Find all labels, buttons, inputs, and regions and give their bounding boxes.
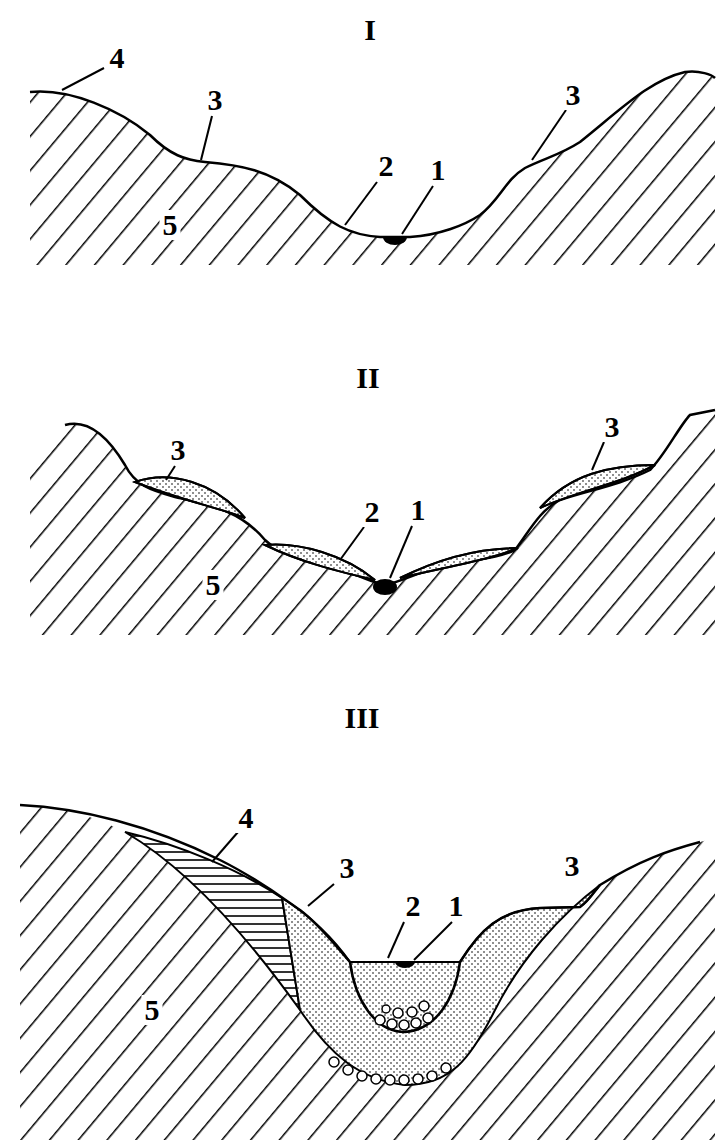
callout-number: 3 [562, 851, 583, 881]
callout-number: 4 [107, 43, 128, 73]
callout-number: 1 [428, 155, 449, 185]
callout-number: 1 [446, 891, 467, 921]
section-numeral: II [353, 363, 382, 393]
callout-number: 3 [602, 412, 623, 442]
callout-number: 3 [337, 853, 358, 883]
section-three [20, 805, 715, 1140]
section-two [30, 410, 715, 635]
section-numeral: III [341, 703, 382, 733]
callout-number: 5 [160, 210, 181, 240]
callout-number: 2 [362, 497, 383, 527]
callout-number: 1 [408, 495, 429, 525]
callout-number: 3 [168, 435, 189, 465]
callout-number: 5 [142, 995, 163, 1025]
callout-number: 3 [205, 85, 226, 115]
callout-number: 4 [236, 803, 257, 833]
callout-number: 5 [203, 570, 224, 600]
callout-number: 2 [376, 151, 397, 181]
section-numeral: I [361, 15, 379, 45]
callout-number: 2 [403, 891, 424, 921]
section-one [30, 68, 715, 265]
callout-number: 3 [563, 80, 584, 110]
